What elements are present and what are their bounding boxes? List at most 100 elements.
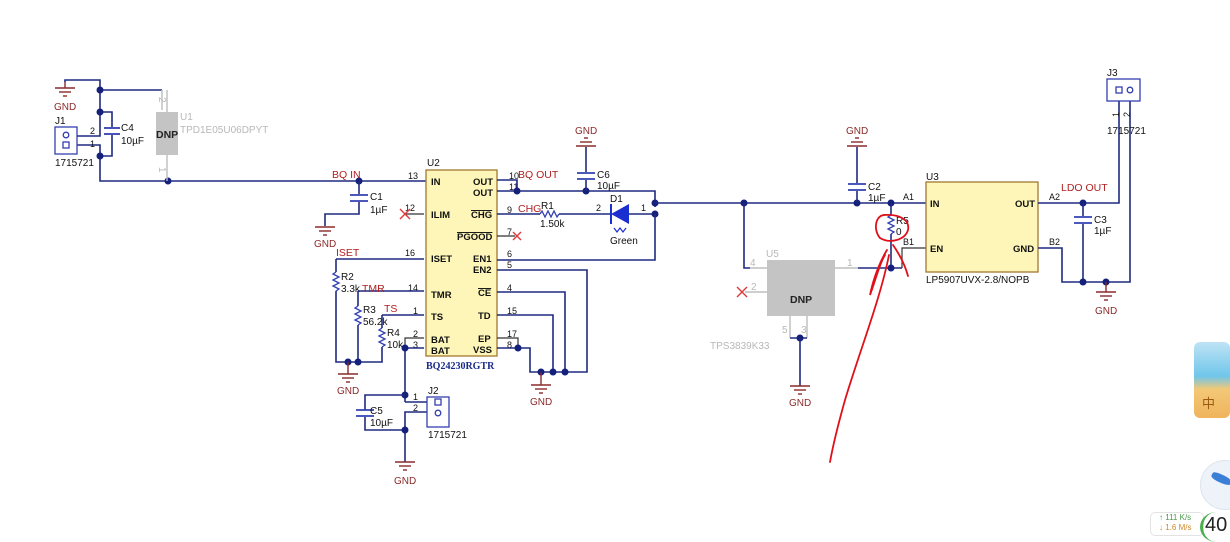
svg-text:CHG: CHG — [471, 210, 492, 221]
c5-capacitor: C5 10µF — [356, 406, 393, 429]
svg-text:16: 16 — [405, 248, 415, 258]
gnd-symbol-top-left: GND — [54, 82, 76, 113]
svg-text:BAT: BAT — [431, 346, 450, 357]
svg-text:0: 0 — [896, 227, 902, 238]
svg-text:1715721: 1715721 — [55, 158, 94, 169]
net-label-ts: TS — [384, 303, 397, 315]
svg-text:R4: R4 — [387, 328, 400, 339]
svg-text:GND: GND — [337, 386, 359, 397]
svg-text:TPD1E05U06DPYT: TPD1E05U06DPYT — [180, 125, 268, 136]
gnd-symbol-rset: GND — [337, 362, 359, 397]
svg-text:IN: IN — [431, 177, 441, 188]
gnd-symbol-c6: GND — [575, 126, 597, 147]
svg-text:3: 3 — [413, 340, 418, 350]
svg-text:11: 11 — [509, 182, 518, 192]
svg-text:BQ24230RGTR: BQ24230RGTR — [426, 361, 495, 372]
net-label-ldo-out: LDO OUT — [1061, 182, 1108, 194]
svg-text:15: 15 — [507, 306, 517, 316]
network-speed-widget: ↑ 111 K/s ↓ 1.6 M/s — [1150, 512, 1204, 536]
gnd-label: GND — [54, 102, 76, 113]
svg-text:R5: R5 — [896, 216, 909, 227]
svg-text:56.2k: 56.2k — [363, 317, 388, 328]
svg-text:1: 1 — [641, 203, 646, 213]
svg-text:13: 13 — [408, 171, 418, 181]
net-label-iset: ISET — [336, 247, 360, 259]
svg-text:J3: J3 — [1107, 68, 1118, 79]
svg-text:2: 2 — [156, 97, 167, 103]
c4-capacitor: C4 10µF — [104, 123, 144, 147]
net-label-tmr: TMR — [362, 283, 385, 295]
ime-widget[interactable]: 中 — [1194, 342, 1230, 418]
svg-text:EN: EN — [930, 244, 943, 255]
svg-text:1: 1 — [413, 392, 418, 402]
svg-text:1µF: 1µF — [1094, 226, 1111, 237]
r3-resistor: R3 56.2k — [353, 305, 388, 328]
svg-text:1715721: 1715721 — [428, 430, 467, 441]
u1-tvs-dnp: DNP 2 1 U1 TPD1E05U06DPYT — [156, 90, 268, 181]
svg-text:OUT: OUT — [473, 177, 493, 188]
svg-text:10µF: 10µF — [370, 418, 393, 429]
ime-label: 中 — [1202, 396, 1216, 411]
svg-text:OUT: OUT — [473, 188, 493, 199]
svg-text:10: 10 — [509, 171, 519, 181]
svg-text:EN1: EN1 — [473, 254, 492, 265]
svg-text:7: 7 — [507, 227, 512, 237]
svg-text:TS: TS — [431, 312, 443, 323]
svg-text:J1: J1 — [55, 116, 66, 127]
svg-text:2: 2 — [596, 203, 601, 213]
svg-text:ISET: ISET — [431, 254, 452, 265]
net-label-bq-in: BQ IN — [332, 169, 361, 181]
u3-ldo-ic: U3 A1 IN B1 EN A2 OUT B2 GND LP5907UVX-2… — [903, 172, 1060, 286]
svg-text:8: 8 — [507, 340, 512, 350]
svg-text:GND: GND — [394, 476, 416, 487]
svg-text:DNP: DNP — [156, 129, 178, 141]
svg-text:10µF: 10µF — [121, 136, 144, 147]
svg-text:R2: R2 — [341, 272, 354, 283]
svg-text:GND: GND — [789, 398, 811, 409]
svg-text:J2: J2 — [428, 386, 439, 397]
svg-text:GND: GND — [314, 239, 336, 250]
svg-text:1715721: 1715721 — [1107, 126, 1146, 137]
upload-speed: ↑ 111 K/s — [1159, 513, 1192, 522]
svg-text:C3: C3 — [1094, 215, 1107, 226]
svg-text:2: 2 — [413, 329, 418, 339]
svg-text:1.50k: 1.50k — [540, 219, 565, 230]
download-speed: ↓ 1.6 M/s — [1159, 523, 1192, 532]
svg-text:1: 1 — [90, 139, 95, 149]
no-connect-ilim — [399, 208, 411, 220]
c1-capacitor: C1 1µF — [324, 181, 387, 226]
svg-text:EP: EP — [478, 334, 491, 345]
j1-connector: J1 2 1 1715721 — [54, 116, 95, 169]
r4-resistor: R4 10k — [377, 327, 404, 351]
assistant-bird-icon[interactable] — [1200, 460, 1230, 510]
no-connect-pgood — [512, 231, 522, 241]
svg-text:TPS3839K33: TPS3839K33 — [710, 341, 770, 352]
gnd-symbol-c1: GND — [314, 226, 336, 250]
d1-led: 2 D1 1 Green — [596, 194, 646, 247]
svg-text:5: 5 — [782, 325, 788, 336]
svg-text:2: 2 — [413, 403, 418, 413]
j3-connector: J3 1 2 1715721 — [1106, 68, 1146, 137]
gnd-symbol-c2: GND — [846, 126, 868, 147]
c6-capacitor: C6 10µF — [577, 147, 620, 192]
svg-text:2: 2 — [90, 126, 95, 136]
hand-annotation — [829, 214, 910, 463]
svg-text:LP5907UVX-2.8/NOPB: LP5907UVX-2.8/NOPB — [926, 275, 1030, 286]
counter-value: 40 — [1205, 514, 1228, 536]
svg-text:C2: C2 — [868, 182, 881, 193]
svg-text:10k: 10k — [387, 340, 404, 351]
gnd-symbol-u3: GND — [1095, 282, 1117, 317]
c3-capacitor: C3 1µF — [1074, 203, 1111, 282]
svg-text:B1: B1 — [903, 237, 914, 247]
svg-text:1: 1 — [413, 306, 418, 316]
svg-text:D1: D1 — [610, 194, 623, 205]
svg-text:2: 2 — [751, 282, 757, 293]
u5-supervisor-dnp: 4 U5 DNP 2 1 5 3 TPS3839K33 — [710, 249, 858, 352]
svg-text:GND: GND — [1095, 306, 1117, 317]
svg-text:TD: TD — [478, 311, 491, 322]
svg-text:1: 1 — [156, 167, 167, 173]
svg-text:C1: C1 — [370, 192, 383, 203]
svg-text:1µF: 1µF — [370, 205, 387, 216]
no-connect-u5 — [736, 286, 748, 298]
desktop-widgets: 中 — [1190, 340, 1230, 536]
